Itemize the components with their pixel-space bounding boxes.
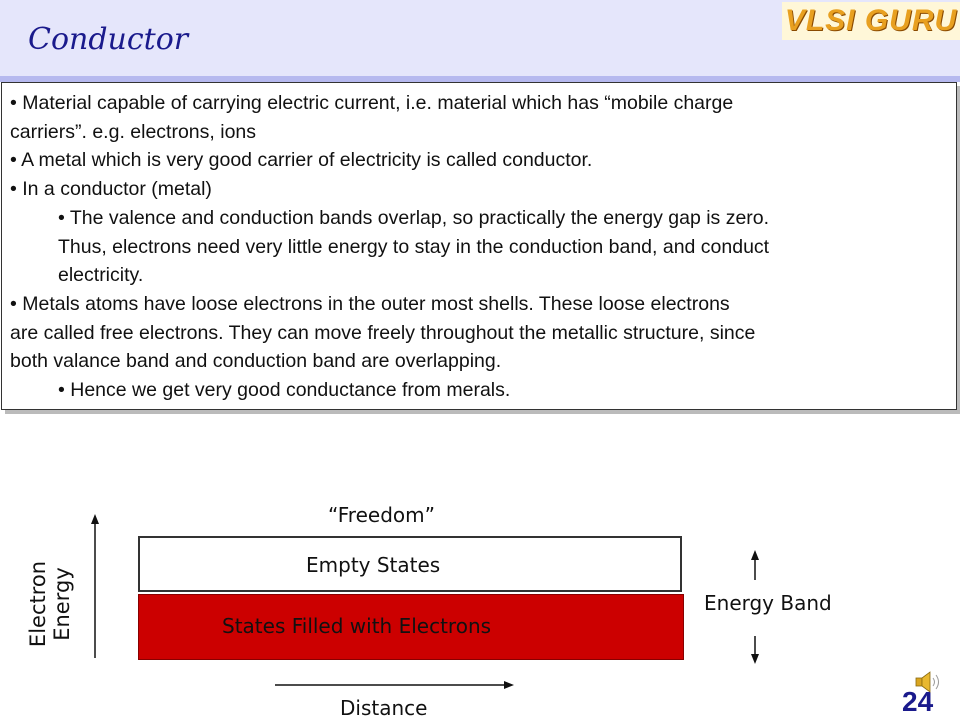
bullet-line: • Material capable of carrying electric …: [10, 92, 734, 114]
filled-states-label: States Filled with Electrons: [222, 614, 492, 638]
sub-bullet-line: • Hence we get very good conductance fro…: [58, 379, 511, 402]
empty-states-box: [138, 536, 682, 592]
header-divider: [0, 76, 960, 82]
content-box: • Material capable of carrying electric …: [1, 82, 957, 410]
logo: VLSI GURU: [782, 2, 960, 40]
bullet-line: both valance band and conduction band ar…: [10, 350, 502, 373]
x-axis-label: Distance: [340, 696, 428, 720]
sub-bullet-line: electricity.: [58, 264, 144, 287]
freedom-label: “Freedom”: [328, 503, 435, 527]
speaker-icon[interactable]: [914, 670, 944, 694]
bullet-line: • A metal which is very good carrier of …: [10, 149, 593, 172]
empty-states-label: Empty States: [306, 553, 441, 577]
energy-band-label: Energy Band: [704, 591, 832, 615]
sub-bullet-line: Thus, electrons need very little energy …: [58, 235, 770, 258]
bullet-line: carriers”. e.g. electrons, ions: [10, 120, 257, 143]
bullet-line: • Metals atoms have loose electrons in t…: [10, 292, 730, 315]
bullet-line: • In a conductor (metal): [10, 178, 212, 201]
filled-states-box: [138, 594, 684, 660]
bullet-line: are called free electrons. They can move…: [10, 321, 756, 344]
page-number: 24: [902, 686, 934, 717]
sub-bullet-line: • The valence and conduction bands overl…: [58, 206, 770, 229]
slide-title: Conductor: [28, 22, 189, 57]
